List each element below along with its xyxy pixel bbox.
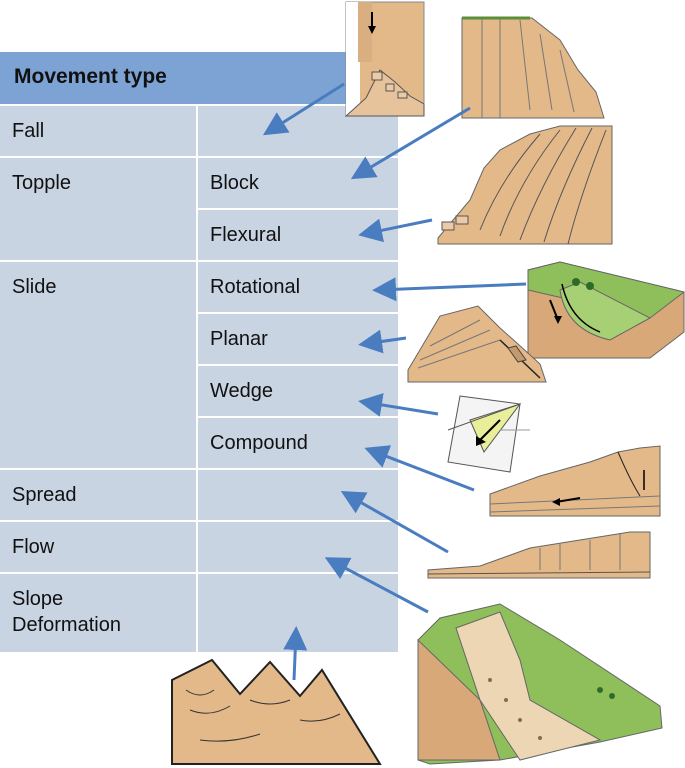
row-topple-type: Topple [0, 158, 196, 260]
subtype-label: Compound [210, 432, 308, 454]
type-label: Topple [12, 172, 71, 194]
row-fall-type: Fall [0, 106, 196, 156]
type-label: Slope Deformation [12, 588, 121, 636]
spread-arrow [340, 491, 449, 554]
wedge-slide-arrow [358, 393, 439, 417]
fall-illustration [344, 1, 425, 117]
flow-arrow [324, 557, 429, 614]
rotational-slide-arrow [372, 277, 527, 302]
spread-illustration [427, 531, 651, 579]
subtype-label: Flexural [210, 224, 282, 246]
slope-deformation-illustration [171, 658, 382, 765]
flow-illustration [417, 603, 663, 765]
flexural-topple-arrow [358, 218, 433, 243]
subtype-label: Wedge [210, 380, 274, 402]
fall-arrow [262, 82, 345, 136]
block-topple-arrow [350, 106, 471, 180]
row-spread-type: Spread [0, 470, 196, 520]
rotational-slide-illustration [527, 261, 685, 359]
subtype-label: Block [210, 172, 259, 194]
planar-slide-illustration [407, 305, 547, 383]
compound-slide-arrow [364, 445, 475, 492]
type-label: Flow [12, 536, 55, 558]
row-flow-subtype [198, 522, 398, 572]
row-slope-deformation-type: Slope Deformation [0, 574, 196, 652]
wedge-slide-illustration [447, 395, 530, 473]
type-label: Spread [12, 484, 77, 506]
row-flow-type: Flow [0, 522, 196, 572]
subtype-label: Planar [210, 328, 268, 350]
planar-slide-arrow [358, 329, 407, 354]
slope-deformation-arrow [283, 626, 308, 681]
subtype-label: Rotational [210, 276, 301, 298]
table-header: Movement type [0, 52, 398, 104]
subtype-block: Block [198, 158, 398, 208]
type-label: Slide [12, 276, 57, 298]
block-topple-illustration [461, 16, 605, 119]
flexural-topple-illustration [437, 125, 613, 245]
compound-slide-illustration [489, 445, 661, 517]
row-slide-type: Slide [0, 262, 196, 468]
header-label: Movement type [14, 65, 167, 88]
type-label: Fall [12, 120, 45, 142]
subtype-rotational: Rotational [198, 262, 398, 312]
